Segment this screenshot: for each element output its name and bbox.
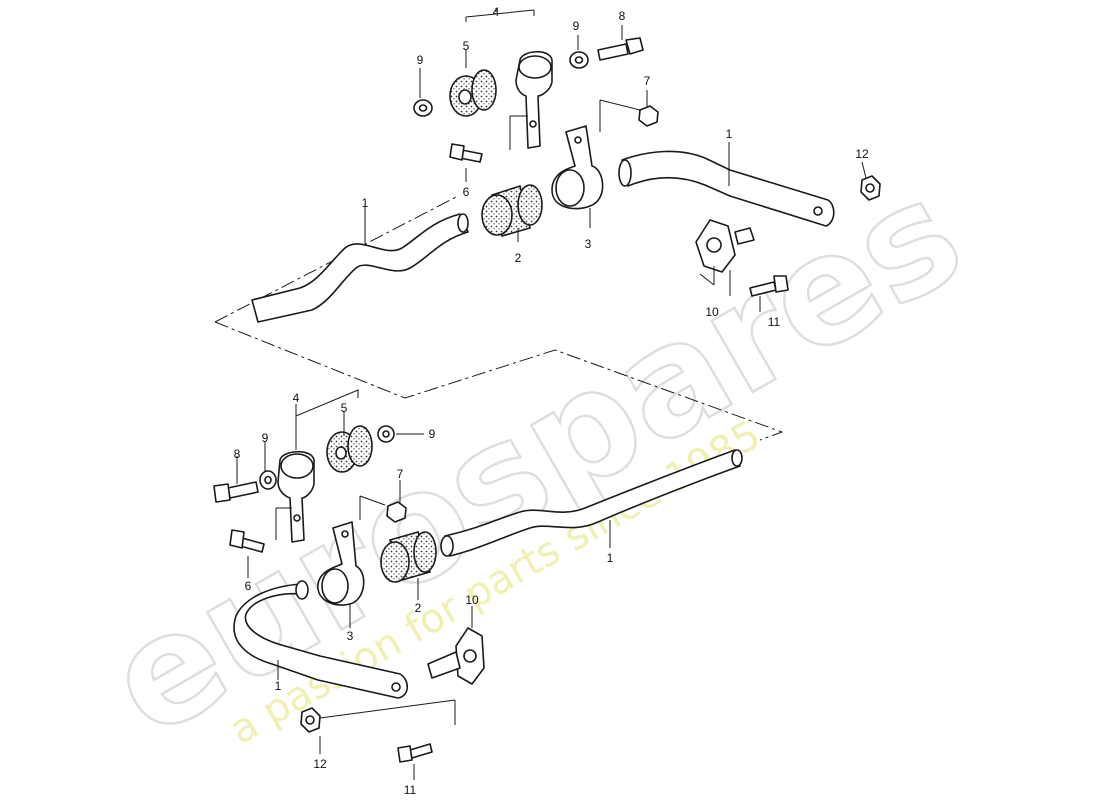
upper-bolt-8-head [625, 37, 644, 55]
lower-washer-9-left-hole [264, 475, 272, 485]
upper-callout-8: 8 [619, 9, 626, 23]
lower-callout-11: 11 [404, 783, 417, 797]
upper-bracket-3-eye [555, 169, 585, 207]
lower-bolt-11 [409, 743, 433, 759]
upper-callout-9-right: 9 [573, 19, 580, 33]
upper-washer-9-right-hole [574, 56, 584, 64]
lower-callout-2: 2 [415, 601, 422, 615]
lower-nut-12-hole [305, 715, 315, 725]
lower-callout-5: 5 [341, 401, 348, 415]
upper-callout-7: 7 [644, 74, 651, 88]
lower-stabilizer-bar-left [233, 583, 409, 699]
upper-bolt-6-head [449, 143, 465, 161]
lower-bolt-8-head [213, 483, 231, 503]
upper-bracket-3-hole [574, 136, 582, 144]
lower-bushing-2-back [413, 531, 437, 573]
lower-callout-8: 8 [234, 447, 241, 461]
lower-callout-9-left: 9 [262, 431, 269, 445]
lower-bushing-5-bore [335, 446, 347, 460]
watermark-brand: eurospares [81, 146, 989, 771]
upper-washer-9-left-hole [418, 104, 428, 112]
lower-callout-6: 6 [245, 579, 252, 593]
lower-balljoint-10-hole [463, 649, 477, 663]
upper-callout-1-left: 1 [362, 196, 369, 210]
lower-callout-1-left: 1 [275, 679, 282, 693]
upper-bolt-11-head [773, 275, 789, 293]
lower-bracket-3-eye [321, 568, 349, 604]
upper-bracket-4-eye [518, 55, 552, 79]
upper-callout-11: 11 [768, 315, 781, 329]
upper-stabilizer-bar-right [621, 150, 835, 227]
upper-assembly: 1 1 2 3 4 5 6 7 8 9 9 10 11 12 [251, 5, 881, 329]
upper-callout-1-right: 1 [726, 127, 733, 141]
watermark: eurospares a passion for parts since 198… [80, 145, 991, 772]
lower-callout-4: 4 [293, 391, 300, 405]
upper-stabilizer-bar-left [251, 213, 469, 323]
lower-bar-right-end [440, 535, 454, 557]
lower-stabilizer-bar-right [444, 449, 741, 557]
lower-washer-9-right-hole [382, 430, 390, 438]
upper-bushing-2-face [481, 194, 513, 236]
upper-bracket-4-hole [529, 120, 537, 128]
lower-bracket-4-hole [293, 514, 301, 522]
lower-bolt-8 [227, 481, 259, 499]
upper-arm-hole [813, 206, 823, 216]
upper-callout-2: 2 [515, 251, 522, 265]
upper-callout-9-left: 9 [417, 53, 424, 67]
lower-bushing-2-face [380, 541, 410, 583]
upper-bar-left-end [457, 213, 469, 233]
lower-balljoint-10-stud [427, 651, 461, 679]
lower-bar-left-end [295, 580, 309, 600]
upper-bushing-5-back [471, 69, 497, 111]
lower-callout-3: 3 [347, 629, 354, 643]
lower-bushing-5-back [347, 425, 373, 467]
lower-bar-far-end [731, 449, 743, 467]
lower-bracket-4-eye [280, 453, 314, 479]
upper-balljoint-10-stud [734, 227, 755, 245]
upper-nut-12-hole [865, 183, 875, 193]
lower-assembly: 4 5 9 9 8 7 6 2 3 1 1 10 12 11 [213, 389, 743, 797]
upper-leaders [364, 8, 867, 312]
upper-callout-10: 10 [705, 305, 719, 319]
lower-arm-hole [391, 682, 401, 692]
lower-callout-9-right: 9 [429, 427, 436, 441]
lower-callout-1-right: 1 [607, 551, 614, 565]
upper-callout-5: 5 [463, 39, 470, 53]
lower-callout-10: 10 [465, 593, 479, 607]
upper-bushing-5-bore [458, 89, 472, 105]
lower-callout-7: 7 [397, 467, 404, 481]
lower-bolt-6-head [229, 529, 245, 549]
upper-callout-12: 12 [855, 147, 869, 161]
lower-nut-7 [386, 501, 407, 523]
upper-bolt-8 [597, 43, 629, 61]
upper-bar-right-end [618, 159, 632, 187]
lower-callout-12: 12 [313, 757, 327, 771]
upper-callout-3: 3 [585, 237, 592, 251]
upper-callout-4: 4 [493, 5, 500, 19]
upper-balljoint-10-hole [706, 237, 722, 253]
lower-leaders [236, 389, 611, 780]
upper-callout-6: 6 [463, 185, 470, 199]
lower-bracket-3-hole [341, 530, 349, 538]
lower-bolt-11-head [397, 745, 413, 763]
upper-bushing-2-back [517, 184, 543, 226]
upper-nut-7 [638, 105, 659, 127]
